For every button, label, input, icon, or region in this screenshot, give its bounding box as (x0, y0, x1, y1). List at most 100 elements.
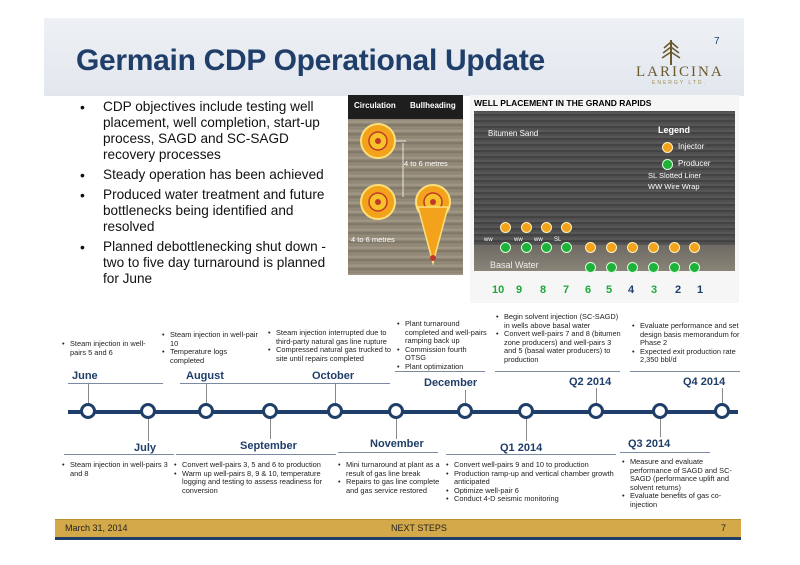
timeline-stem (660, 419, 661, 437)
steam-chamber (417, 206, 449, 266)
note-item: Steam injection interrupted due to third… (268, 328, 394, 346)
month-underline (495, 371, 620, 372)
producer-well (689, 262, 700, 273)
larch-tree-icon (661, 40, 681, 65)
note-item: Plant turnaround completed and well-pair… (397, 319, 487, 346)
note-item: Steam injection in well-pair 10 (162, 330, 262, 348)
wellbore-core (430, 199, 436, 205)
completion-tag: ww (484, 237, 493, 243)
legend-producer: Producer (678, 159, 711, 168)
note-item: Expected exit production rate 2,350 bbl/… (632, 347, 740, 365)
injector-well (648, 242, 659, 253)
note-item: Steam injection in well-pairs 5 and 6 (62, 339, 147, 357)
injector-well (500, 222, 511, 233)
timeline-stem (270, 419, 271, 439)
well-number: 5 (606, 284, 613, 296)
milestone-note: Measure and evaluate performance of SAGD… (622, 457, 734, 509)
footer-page: 7 (721, 523, 727, 533)
note-item: Evaluate performance and set design basi… (632, 321, 740, 348)
legend-sl: SL Slotted Liner (648, 171, 702, 180)
footer-bar: March 31, 2014 NEXT STEPS 7 (55, 519, 741, 537)
milestone-note: Convert well-pairs 9 and 10 to productio… (446, 460, 616, 504)
footer-section: NEXT STEPS (391, 523, 447, 533)
injector-well (606, 242, 617, 253)
well-number: 1 (697, 284, 704, 296)
milestone-note: Steam injection in well-pairs 5 and 6 (62, 339, 147, 357)
month-underline (270, 383, 390, 384)
timeline-stem (465, 390, 466, 405)
month-label: July (134, 442, 157, 454)
timeline-stem (206, 383, 207, 405)
note-item: Repairs to gas line complete and gas ser… (338, 477, 444, 495)
bullheading-label: Bullheading (410, 101, 456, 110)
footer-date: March 31, 2014 (65, 523, 128, 533)
note-item: Measure and evaluate performance of SAGD… (622, 457, 734, 492)
well-number: 3 (651, 284, 658, 296)
logo-text: LARICINA (636, 64, 724, 80)
producer-well (561, 242, 572, 253)
note-item: Convert well-pairs 7 and 8 (bitumen zone… (496, 329, 624, 364)
note-item: Commission fourth OTSG (397, 345, 487, 363)
wellbore-core (375, 138, 381, 144)
month-label: Q4 2014 (683, 376, 726, 388)
month-label: June (72, 370, 98, 382)
month-label: Q1 2014 (500, 442, 543, 454)
injector-well (561, 222, 572, 233)
timeline-node (388, 403, 404, 419)
timeline-node (652, 403, 668, 419)
timeline-node (588, 403, 604, 419)
milestone-note: Mini turnaround at plant as a result of … (338, 460, 444, 495)
month-underline (176, 454, 336, 455)
well-placement-title: WELL PLACEMENT IN THE GRAND RAPIDS (474, 98, 652, 108)
month-underline (338, 452, 438, 453)
wellbore-core (430, 255, 436, 261)
producer-well (541, 242, 552, 253)
month-label: August (186, 370, 224, 382)
injector-icon (662, 142, 673, 153)
milestone-note: Plant turnaround completed and well-pair… (397, 319, 487, 372)
bullet-item: Steady operation has been achieved (80, 167, 342, 183)
page-title: Germain CDP Operational Update (76, 44, 545, 77)
completion-tag: ww (534, 237, 543, 243)
spacing-label: 4 to 6 metres (404, 159, 448, 168)
month-label: Q2 2014 (569, 376, 612, 388)
note-item: Evaluate benefits of gas co-injection (622, 491, 734, 509)
note-item: Temperature logs completed (162, 347, 262, 365)
milestone-note: Steam injection in well-pair 10 Temperat… (162, 330, 262, 365)
timeline-stem (88, 383, 89, 405)
timeline-node (518, 403, 534, 419)
circulation-figure: Circulation Bullheading 4 to 6 metres 4 … (348, 95, 463, 275)
month-underline (180, 383, 270, 384)
well-number: 10 (492, 284, 505, 296)
bullet-list: CDP objectives include testing well plac… (80, 99, 342, 291)
basal-water-label: Basal Water (490, 260, 539, 270)
injector-well (669, 242, 680, 253)
month-underline (64, 454, 174, 455)
milestone-note: Begin solvent injection (SC-SAGD) in wel… (496, 312, 624, 364)
producer-well (606, 262, 617, 273)
legend-injector: Injector (678, 142, 705, 151)
month-label: Q3 2014 (628, 438, 671, 450)
completion-tag: ww (514, 237, 523, 243)
well-number: 8 (540, 284, 547, 296)
note-item: Plant optimization (397, 362, 487, 372)
bullet-item: Planned debottlenecking shut down - two … (80, 239, 342, 287)
well-number: 7 (563, 284, 570, 296)
note-item: Steam injection in well-pairs 3 and 8 (62, 460, 172, 478)
timeline-stem (596, 388, 597, 405)
note-item: Compressed natural gas trucked to site u… (268, 345, 394, 363)
month-underline (446, 454, 616, 455)
injector-well (627, 242, 638, 253)
timeline-stem (526, 419, 527, 441)
bullet-item: CDP objectives include testing well plac… (80, 99, 342, 163)
injector-well (521, 222, 532, 233)
producer-well (669, 262, 680, 273)
bitumen-sand-label: Bitumen Sand (488, 129, 539, 138)
note-item: Warm up well-pairs 8, 9 & 10, temperatur… (174, 469, 334, 496)
footer-stripe (55, 537, 741, 540)
timeline-node (457, 403, 473, 419)
note-item: Mini turnaround at plant as a result of … (338, 460, 444, 478)
bullet-item: Produced water treatment and future bott… (80, 187, 342, 235)
timeline-node (262, 403, 278, 419)
